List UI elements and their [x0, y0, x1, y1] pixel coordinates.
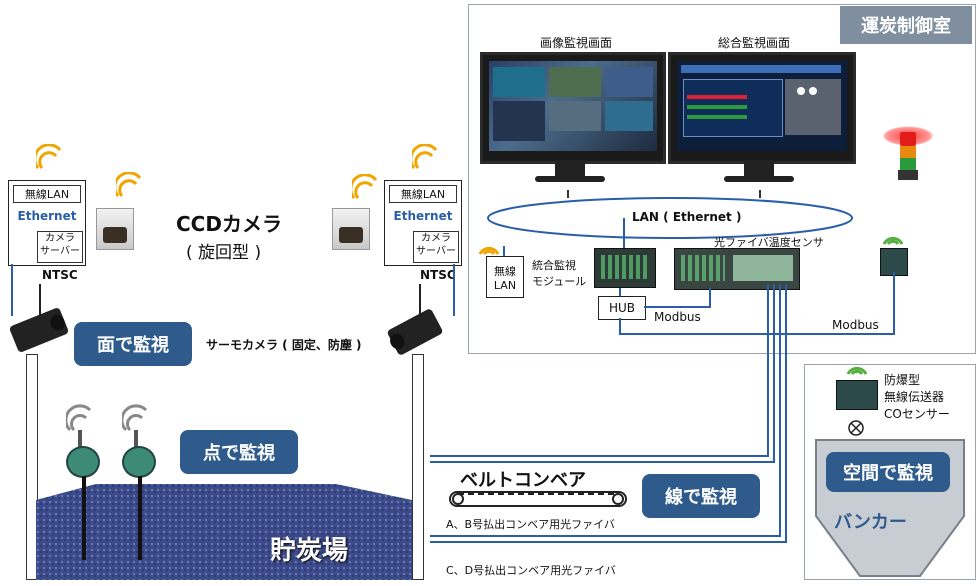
point-monitoring-badge: 点で監視 — [180, 430, 298, 474]
co-sensor-device — [836, 380, 878, 410]
surface-monitoring-badge: 面で監視 — [74, 322, 192, 366]
left-camera-box: 無線LAN Ethernet カメラ サーバー — [8, 180, 86, 266]
left-camera-cables — [11, 264, 41, 316]
control-room-panel — [468, 4, 976, 354]
coal-pile — [36, 484, 412, 580]
wireless-receiver-device — [880, 248, 908, 276]
left-wireless-lan-label: 無線LAN — [13, 185, 81, 203]
right-ntsc-label: NTSC — [420, 268, 456, 282]
left-wall — [26, 354, 38, 580]
image-monitor — [480, 52, 666, 164]
wireless-signal-icon — [846, 366, 868, 376]
lan-ring — [487, 190, 853, 239]
bunker-title: バンカー — [834, 512, 907, 533]
monitor-stand — [744, 160, 774, 178]
point-sensor-icon — [62, 400, 108, 560]
wireless-signal-icon — [882, 236, 904, 246]
co-sensor-label: 防爆型 無線伝送器 COセンサー — [884, 373, 950, 421]
right-camera-cables — [419, 264, 455, 316]
monitor-right-label: 総合監視画面 — [718, 36, 791, 50]
yard-title: 貯炭場 — [270, 536, 349, 566]
right-camera-server: カメラ サーバー — [413, 231, 459, 263]
modbus-label-2: Modbus — [832, 318, 879, 332]
monitor-left-label: 画像監視画面 — [540, 36, 613, 50]
right-wireless-lan-label: 無線LAN — [389, 185, 457, 203]
integrated-module-device — [594, 248, 656, 288]
fiber-sensor-label: 光ファイバ温度センサ — [714, 236, 824, 249]
integrated-module-label: 統合監視 モジュール — [532, 259, 587, 288]
right-wall — [412, 354, 424, 580]
space-monitoring-badge: 空間で監視 — [826, 452, 950, 492]
ccd-camera-title: CCDカメラ — [176, 212, 282, 236]
fiber-ab-label: A、B号払出コンベア用光ファイバ — [446, 518, 615, 531]
left-ntsc-label: NTSC — [42, 268, 78, 282]
valve-icon — [848, 420, 864, 436]
monitor-base — [535, 176, 605, 182]
left-ethernet-label: Ethernet — [17, 209, 77, 223]
point-sensor-icon — [118, 400, 164, 560]
wireless-signal-icon — [352, 174, 378, 199]
line-monitoring-badge: 線で監視 — [642, 474, 760, 518]
right-ethernet-label: Ethernet — [393, 209, 453, 223]
right-camera-box: 無線LAN Ethernet カメラ サーバー — [384, 180, 462, 266]
left-ccd-camera-icon — [96, 208, 134, 250]
left-camera-server: カメラ サーバー — [37, 231, 83, 263]
room-network-lines — [503, 218, 895, 335]
wireless-lan-device: 無線 LAN — [486, 256, 524, 298]
ccd-camera-subtitle: ( 旋回型 ) — [186, 243, 262, 263]
hub-device: HUB — [598, 296, 646, 320]
wireless-signal-icon — [36, 144, 62, 169]
wireless-signal-icon — [116, 172, 142, 197]
right-ccd-camera-icon — [332, 208, 370, 250]
overview-monitor — [668, 52, 856, 164]
fiber-lines — [430, 284, 787, 543]
warning-light-icon — [878, 118, 938, 188]
monitor-stand — [555, 160, 585, 178]
fiber-sensor-device — [674, 248, 800, 290]
thermo-camera-label: サーモカメラ ( 固定、防塵 ) — [206, 338, 362, 352]
fiber-cd-label: C、D号払出コンベア用光ファイバ — [446, 564, 616, 577]
lan-label: LAN ( Ethernet ) — [628, 210, 746, 224]
wireless-signal-icon — [478, 246, 500, 256]
monitor-base — [724, 176, 794, 182]
control-room-title: 運炭制御室 — [840, 6, 972, 44]
wireless-signal-icon — [412, 144, 438, 169]
belt-conveyor-icon — [449, 491, 627, 507]
modbus-label-1: Modbus — [654, 310, 701, 324]
bunker-panel — [804, 364, 976, 580]
conveyor-title: ベルトコンベア — [460, 470, 586, 491]
